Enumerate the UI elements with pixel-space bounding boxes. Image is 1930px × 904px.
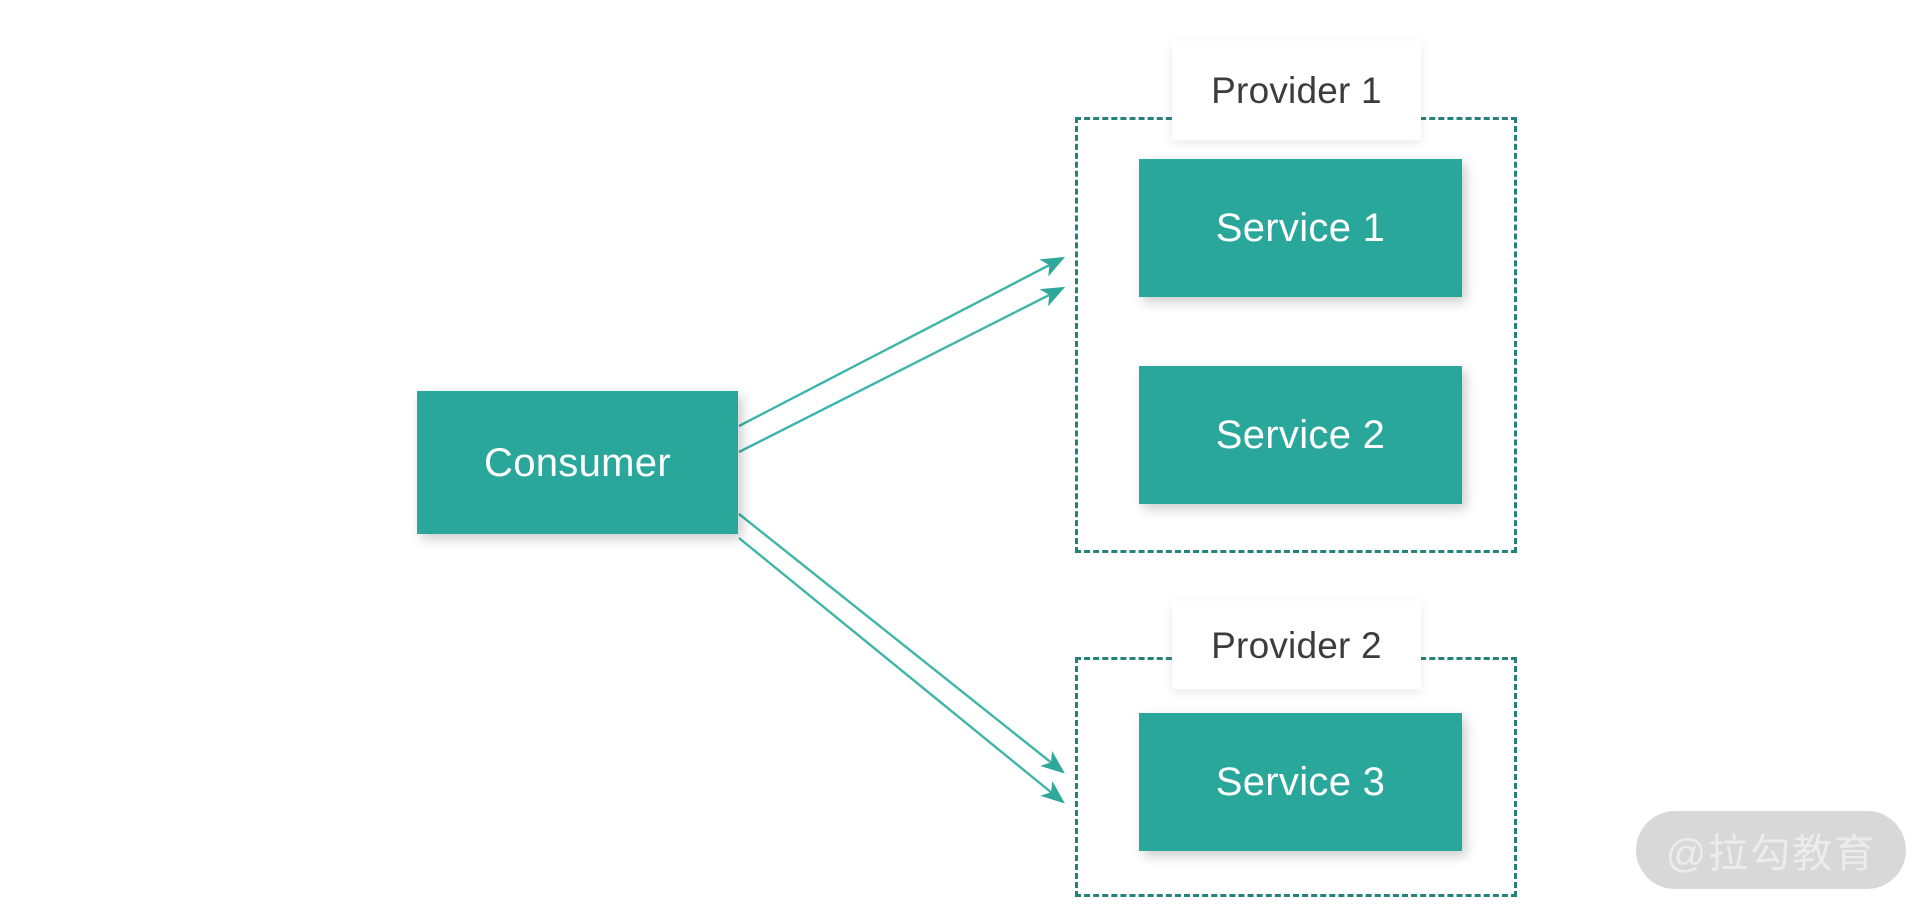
consumer-node[interactable]: Consumer — [417, 391, 738, 534]
service-1-node-label: Service 1 — [1215, 206, 1386, 250]
provider-1-label: Provider 1 — [1172, 41, 1421, 140]
watermark-badge: @拉勾教育 — [1636, 811, 1906, 889]
provider-2-label-text: Provider 2 — [1211, 624, 1382, 666]
service-3-node-label: Service 3 — [1215, 760, 1386, 804]
service-3-node[interactable]: Service 3 — [1139, 713, 1462, 851]
provider-1-label-text: Provider 1 — [1211, 70, 1382, 111]
edge-consumer-to-provider2-a — [738, 513, 1065, 774]
service-1-node[interactable]: Service 1 — [1139, 159, 1462, 297]
service-2-node[interactable]: Service 2 — [1139, 366, 1462, 504]
provider-2-label: Provider 2 — [1172, 601, 1421, 689]
watermark-text: @拉勾教育 — [1665, 832, 1877, 876]
consumer-node-label: Consumer — [484, 440, 671, 485]
edge-consumer-to-provider2-b — [738, 537, 1065, 804]
service-2-node-label: Service 2 — [1215, 413, 1386, 457]
edge-consumer-to-provider1-a — [738, 256, 1066, 428]
edge-consumer-to-provider1-b — [738, 286, 1066, 454]
